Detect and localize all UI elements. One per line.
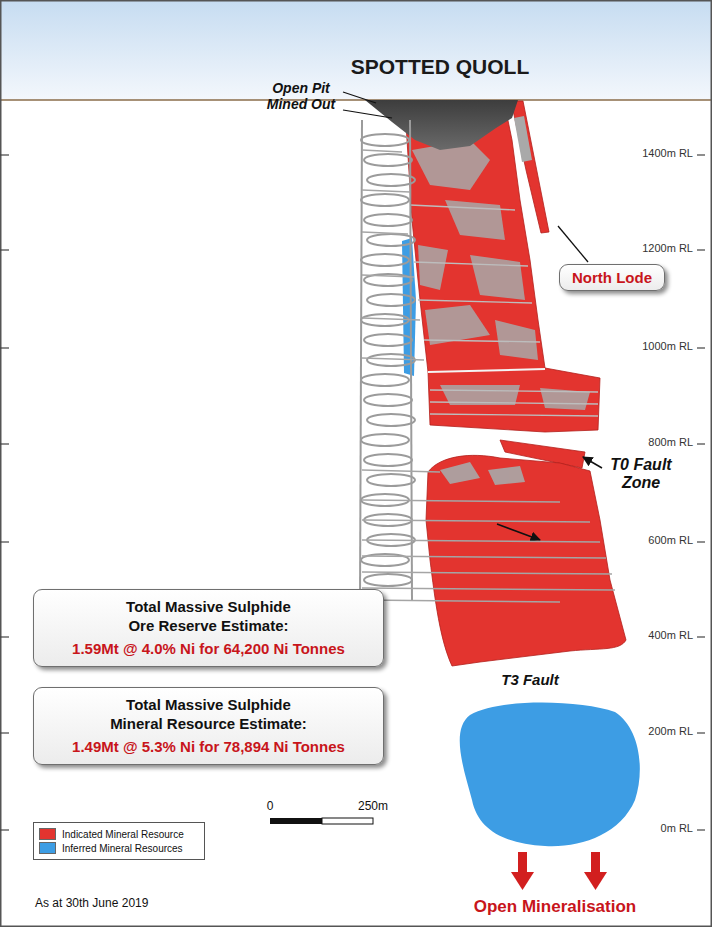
scale-bar: [270, 818, 322, 824]
level-drive: [362, 556, 606, 558]
legend-swatch: [39, 842, 56, 854]
open-pit: [365, 100, 518, 150]
level-drive: [362, 318, 420, 320]
decline-shaft: [360, 120, 362, 600]
rl-label: 400m RL: [613, 629, 693, 642]
diagram-title: SPOTTED QUOLL: [290, 55, 590, 79]
rl-label: 0m RL: [613, 822, 693, 835]
callout-box: North Lode: [559, 264, 665, 291]
decline-loop: [361, 194, 409, 206]
legend-row: Inferred Mineral Resources: [39, 842, 199, 854]
box-figure: 1.49Mt @ 5.3% Ni for 78,894 Ni Tonnes: [42, 737, 375, 756]
fault-arrow: [583, 457, 602, 468]
rl-label: 1400m RL: [613, 147, 693, 160]
box-heading: Total Massive Sulphide Mineral Resource …: [106, 695, 311, 733]
decline-loop: [361, 134, 409, 146]
scale-label: 250m: [350, 800, 396, 814]
level-drive: [362, 572, 612, 574]
summary-box: Total Massive Sulphide Ore Reserve Estim…: [33, 589, 384, 667]
level-drive: [362, 150, 402, 152]
level-drive: [362, 275, 414, 277]
box-heading: Total Massive Sulphide Ore Reserve Estim…: [116, 597, 301, 635]
legend-box: Indicated Mineral ResourceInferred Miner…: [33, 822, 205, 860]
legend-row: Indicated Mineral Resource: [39, 828, 199, 840]
north-lode-stope: [514, 116, 532, 162]
level-drive: [362, 232, 408, 234]
pit-leader: [343, 92, 376, 103]
sky-band: [0, 0, 712, 100]
level-drive: [362, 588, 615, 590]
level-drive: [362, 190, 410, 192]
decline-loop: [367, 174, 415, 186]
upper-drives: [410, 205, 598, 416]
decline-loop: [364, 394, 412, 406]
decline-loop: [364, 334, 412, 346]
right-ticks: [697, 155, 705, 830]
level-drive: [362, 520, 590, 522]
open-arrow: [511, 852, 607, 890]
rl-label: 800m RL: [613, 436, 693, 449]
ground-line: [0, 99, 712, 101]
decline-loop: [361, 374, 409, 386]
level-drive: [362, 470, 440, 472]
fault-label: T3 Fault: [490, 671, 570, 688]
summary-box: Total Massive Sulphide Mineral Resource …: [33, 687, 384, 765]
level-drive: [362, 358, 424, 360]
box-figure: 1.59Mt @ 4.0% Ni for 64,200 Ni Tonnes: [42, 639, 375, 658]
decline-loop: [364, 154, 412, 166]
north-lode-body: [511, 101, 549, 233]
left-ticks: [0, 155, 9, 830]
legend-text: Indicated Mineral Resource: [62, 829, 184, 840]
decline-loop: [361, 434, 409, 446]
level-drive: [362, 600, 560, 602]
decline-loop: [364, 574, 412, 586]
decline-loop: [367, 294, 415, 306]
rl-label: 1200m RL: [613, 242, 693, 255]
decline-loop: [364, 214, 412, 226]
decline-workings: [360, 120, 615, 602]
level-drive: [362, 540, 600, 542]
fault-arrow: [497, 524, 540, 540]
decline-loop: [361, 254, 409, 266]
level-drive: [362, 500, 560, 502]
pit-leader: [343, 110, 392, 118]
fault-label: T0 Fault Zone: [600, 456, 682, 493]
pit-label: Open Pit Mined Out: [258, 80, 344, 112]
mined-stopes: [440, 462, 525, 485]
date-note: As at 30th June 2019: [35, 897, 235, 911]
scale-label: 0: [262, 800, 278, 814]
inferred-body: [460, 703, 640, 847]
rl-label: 200m RL: [613, 725, 693, 738]
north-lode-leader: [558, 226, 588, 262]
rl-label: 1000m RL: [613, 340, 693, 353]
decline-loop: [367, 234, 415, 246]
box-heading: North Lode: [572, 268, 652, 287]
scale-bar: [322, 818, 373, 824]
decline-loop: [364, 454, 412, 466]
decline-loop: [367, 414, 415, 426]
legend-text: Inferred Mineral Resources: [62, 843, 183, 854]
legend-swatch: [39, 828, 56, 840]
rl-label: 600m RL: [613, 534, 693, 547]
fault-gap: [428, 369, 545, 372]
indicated-orebody: [426, 455, 626, 666]
open-label: Open Mineralisation: [445, 897, 665, 917]
decline-loop: [367, 474, 415, 486]
